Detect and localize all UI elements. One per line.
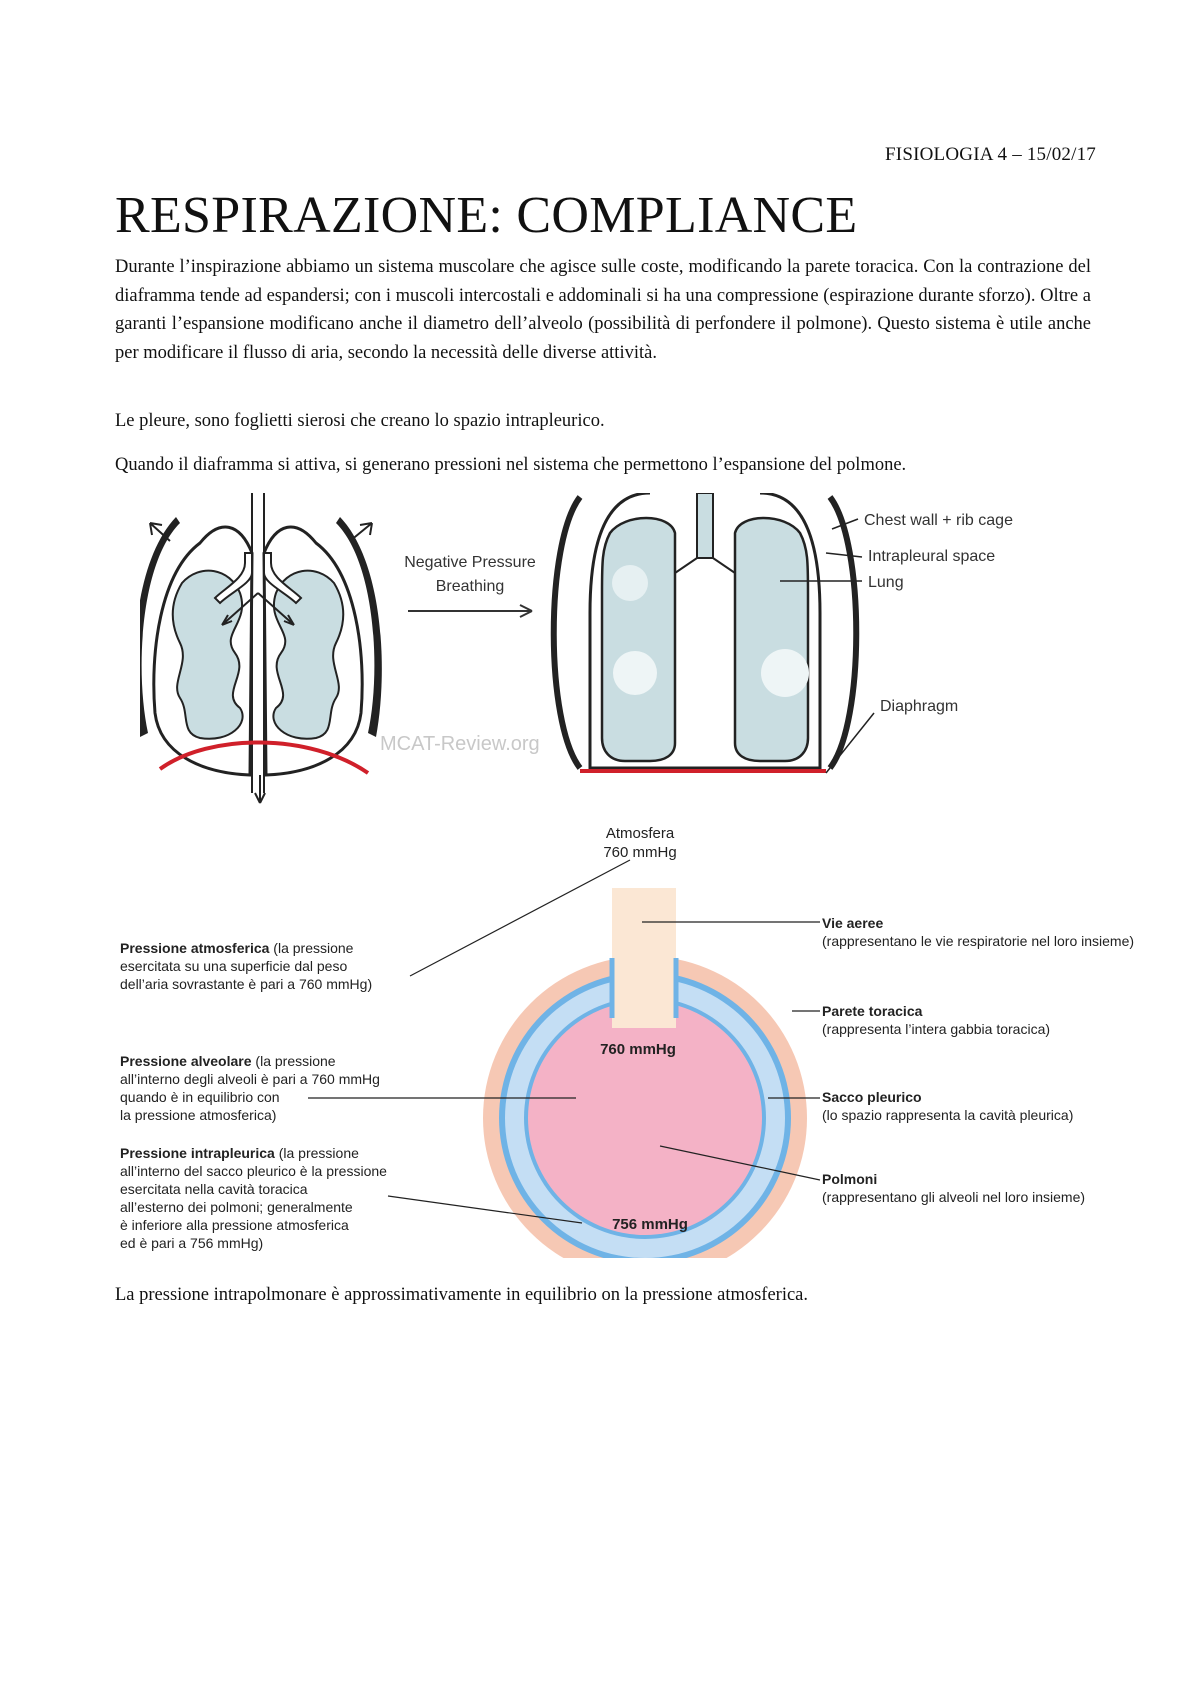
label-pressione-alveolare: Pressione alveolare (la pressione all’in… [120,1053,380,1123]
arrow-caption-line1: Negative Pressure [404,554,536,571]
parete-title: Parete toracica [822,1003,923,1019]
watermark: MCAT-Review.org [380,733,540,755]
atmosferica-title: Pressione atmosferica [120,940,270,956]
intrapleurica-line-0: (la pressione [275,1145,359,1161]
intrapleurica-line-1: all’interno del sacco pleurico è la pres… [120,1163,387,1179]
right-lung-shape [272,569,345,740]
center-pressure-value: 760 mmHg [600,1041,676,1058]
atmosfera-value: 760 mmHg [603,844,676,861]
label-lung: Lung [868,574,904,591]
alveolare-line-0: (la pressione [252,1053,336,1069]
alveolare-line-2: quando è in equilibrio con [120,1089,280,1105]
sacco-sub: (lo spazio rappresenta la cavità pleuric… [822,1107,1073,1123]
polmoni-title: Polmoni [822,1171,877,1187]
atmosfera-label: Atmosfera [606,825,675,842]
label-vie-aeree: Vie aeree (rappresentano le vie respirat… [822,915,1134,949]
sacco-title: Sacco pleurico [822,1089,922,1105]
label-diaphragm: Diaphragm [880,698,958,715]
paragraph-pleure: Le pleure, sono foglietti sierosi che cr… [115,411,605,431]
page-header: FISIOLOGIA 4 – 15/02/17 [885,144,1096,165]
left-lungs-diagram [140,493,382,804]
atmosferica-line-2: dell’aria sovrastante è pari a 760 mmHg) [120,976,372,992]
page-title: RESPIRAZIONE: COMPLIANCE [115,187,858,244]
label-chest-wall: Chest wall + rib cage [864,512,1013,529]
left-lung-shape [171,569,244,740]
label-sacco-pleurico: Sacco pleurico (lo spazio rappresenta la… [822,1089,1073,1123]
parete-sub: (rappresenta l’intera gabbia toracica) [822,1021,1050,1037]
right-lungs-diagram [550,493,860,773]
alveolare-title: Pressione alveolare [120,1053,252,1069]
alveolare-line-3: la pressione atmosferica) [120,1107,276,1123]
svg-text:Pressione alveolare (la pressi: Pressione alveolare (la pressione [120,1053,336,1069]
paragraph-intrapolmonare: La pressione intrapolmonare è approssima… [115,1285,809,1305]
negative-pressure-breathing-figure: Negative Pressure Breathing MCAT-Review.… [140,493,1013,804]
diaphragm-curve-left [158,740,370,775]
pressure-arrow [408,604,533,618]
pressure-diagram-figure: Atmosfera 760 mmHg 760 mmHg 756 mmHg Pre… [120,825,1134,1258]
label-intrapleural-space: Intrapleural space [868,548,995,565]
right-diagram-right-lung [733,516,810,763]
vie-aeree-title: Vie aeree [822,915,883,931]
vie-aeree-sub: (rappresentano le vie respiratorie nel l… [822,933,1134,949]
alveolare-line-1: all’interno degli alveoli è pari a 760 m… [120,1071,380,1087]
atmosferica-line-1: esercitata su una superficie dal peso [120,958,347,974]
arrow-caption-line2: Breathing [436,578,505,595]
paragraph-inspiration: Durante l’inspirazione abbiamo un sistem… [115,257,1091,363]
intrapleurica-line-2: esercitata nella cavità toracica [120,1181,308,1197]
label-pressione-intrapleurica: Pressione intrapleurica (la pressione al… [120,1145,387,1251]
lungs-circle [528,1001,762,1235]
polmoni-sub: (rappresentano gli alveoli nel loro insi… [822,1189,1085,1205]
right-diagram-left-lung [600,516,677,763]
intrapleurica-line-4: è inferiore alla pressione atmosferica [120,1217,349,1233]
intrapleurica-line-3: all’esterno dei polmoni; generalmente [120,1199,353,1215]
label-polmoni: Polmoni (rappresentano gli alveoli nel l… [822,1171,1085,1205]
intrapleurica-line-5: ed è pari a 756 mmHg) [120,1235,263,1251]
bottom-pressure-value: 756 mmHg [612,1216,688,1233]
label-pressione-atmosferica: Pressione atmosferica (la pressione eser… [120,940,372,992]
svg-text:Pressione intrapleurica (la pr: Pressione intrapleurica (la pressione [120,1145,359,1161]
paragraph-diaframma: Quando il diaframma si attiva, si genera… [115,455,907,475]
svg-text:Pressione atmosferica (la pres: Pressione atmosferica (la pressione [120,940,354,956]
label-parete-toracica: Parete toracica (rappresenta l’intera ga… [822,1003,1050,1037]
atmosferica-line-0: (la pressione [269,940,353,956]
intrapleurica-title: Pressione intrapleurica [120,1145,275,1161]
